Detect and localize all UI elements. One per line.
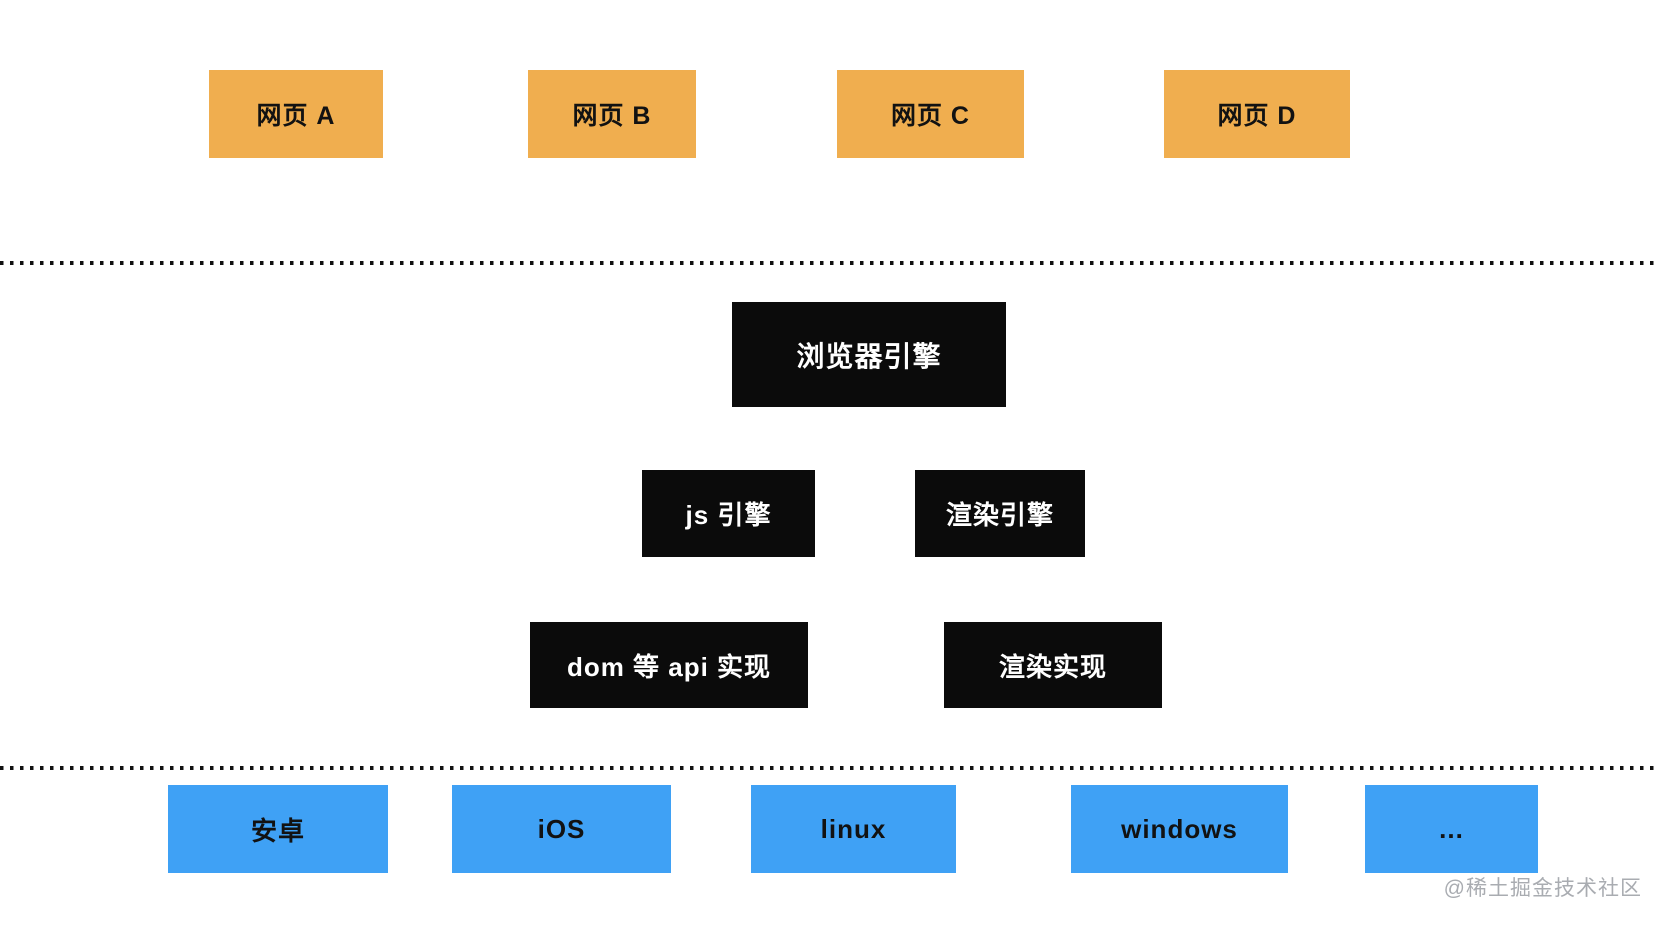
render-engine-label: 渲染引擎 [945,500,1054,530]
platform-ios-box: iOS [452,785,671,873]
platform-ios-label: iOS [537,813,586,844]
platform-more-label: ... [1439,813,1464,844]
platform-linux-box: linux [751,785,956,873]
dom-api-implementation-box: dom 等 api 实现 [530,622,808,708]
render-implementation-label: 渲染实现 [998,651,1107,682]
platform-android-box: 安卓 [168,785,388,873]
webpage-d-label: 网页 D [1217,102,1297,130]
webpage-c-label: 网页 C [890,102,970,130]
platform-linux-label: linux [820,813,887,844]
webpage-b-label: 网页 B [572,102,652,130]
dom-api-implementation-label: dom 等 api 实现 [566,651,772,682]
js-engine-box: js 引擎 [642,470,815,557]
render-engine-box: 渲染引擎 [915,470,1085,557]
js-engine-label: js 引擎 [685,500,772,530]
webpage-a-box: 网页 A [209,70,383,158]
juejin-watermark: @稀土掘金技术社区 [1443,877,1642,900]
browser-engine-label: 浏览器引擎 [796,340,942,372]
dotted-separator-top [0,261,1656,265]
webpage-c-box: 网页 C [837,70,1024,158]
dotted-separator-bottom [0,766,1656,770]
platform-windows-box: windows [1071,785,1288,873]
webpage-b-box: 网页 B [528,70,696,158]
platform-android-label: 安卓 [250,815,305,846]
webpage-d-box: 网页 D [1164,70,1350,158]
platform-more-box: ... [1365,785,1538,873]
browser-engine-box: 浏览器引擎 [732,302,1006,407]
platform-windows-label: windows [1121,813,1238,844]
render-implementation-box: 渲染实现 [944,622,1162,708]
webpage-a-label: 网页 A [256,102,336,130]
